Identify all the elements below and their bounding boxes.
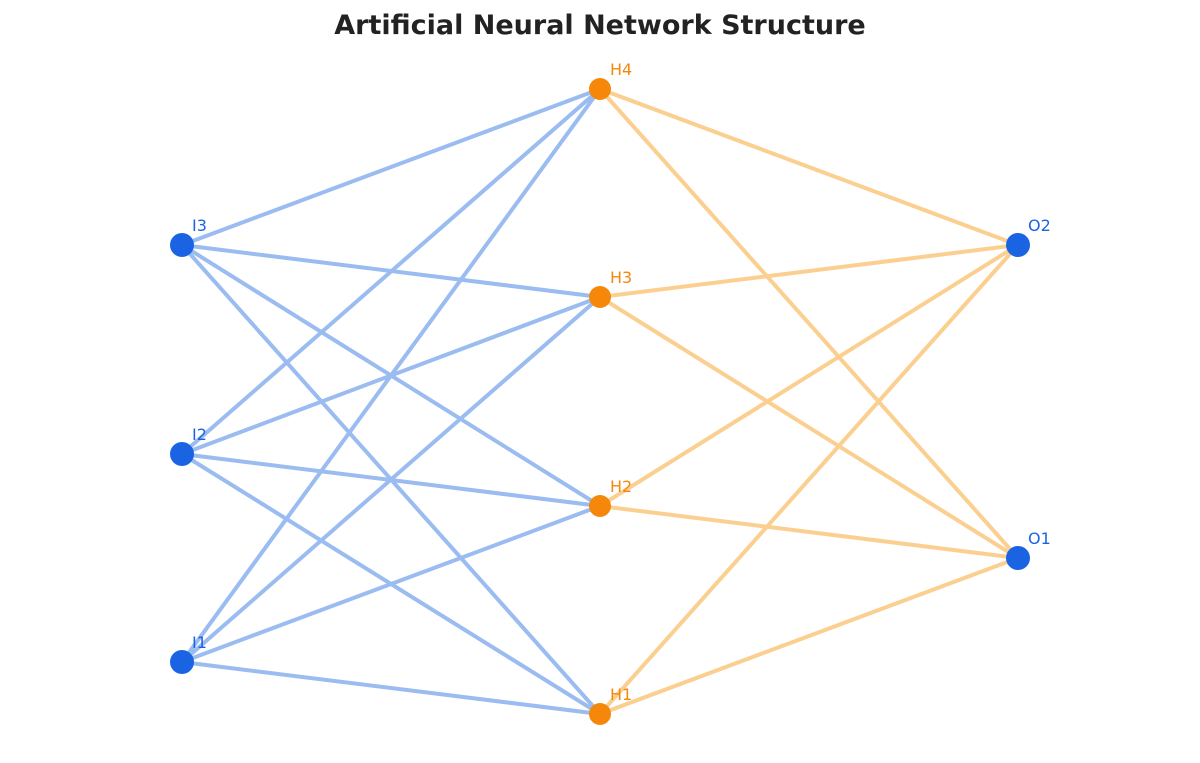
edge-h4-o2 <box>598 87 1020 247</box>
node-label-o1: O1 <box>1028 529 1051 548</box>
diagram-title: Artificial Neural Network Structure <box>334 10 866 41</box>
nodes-group <box>170 78 1030 725</box>
edge-h2-o2 <box>598 243 1020 508</box>
edge-h4-o1 <box>598 87 1020 560</box>
node-label-h4: H4 <box>610 60 632 79</box>
edges-group <box>180 87 1020 716</box>
node-i3 <box>170 233 194 257</box>
edge-i3-h3 <box>180 243 602 299</box>
node-h2 <box>589 495 611 517</box>
node-h4 <box>589 78 611 100</box>
edge-h1-o1 <box>598 556 1020 716</box>
node-label-h3: H3 <box>610 268 632 287</box>
edge-h2-o1 <box>598 504 1020 560</box>
edge-i2-h1 <box>180 452 602 716</box>
edge-i3-h2 <box>180 243 602 508</box>
edge-h3-o1 <box>598 295 1020 560</box>
node-h3 <box>589 286 611 308</box>
node-i2 <box>170 442 194 466</box>
edge-i3-h1 <box>180 243 602 716</box>
node-label-h1: H1 <box>610 685 632 704</box>
edge-h3-o2 <box>598 243 1020 299</box>
node-label-o2: O2 <box>1028 216 1051 235</box>
edge-i1-h1 <box>180 660 602 716</box>
edge-h1-o2 <box>598 243 1020 716</box>
node-h1 <box>589 703 611 725</box>
node-i1 <box>170 650 194 674</box>
node-o2 <box>1006 233 1030 257</box>
node-label-i3: I3 <box>192 216 207 235</box>
node-label-h2: H2 <box>610 477 632 496</box>
node-label-i1: I1 <box>192 633 207 652</box>
edge-i3-h4 <box>180 87 602 247</box>
node-o1 <box>1006 546 1030 570</box>
node-label-i2: I2 <box>192 425 207 444</box>
